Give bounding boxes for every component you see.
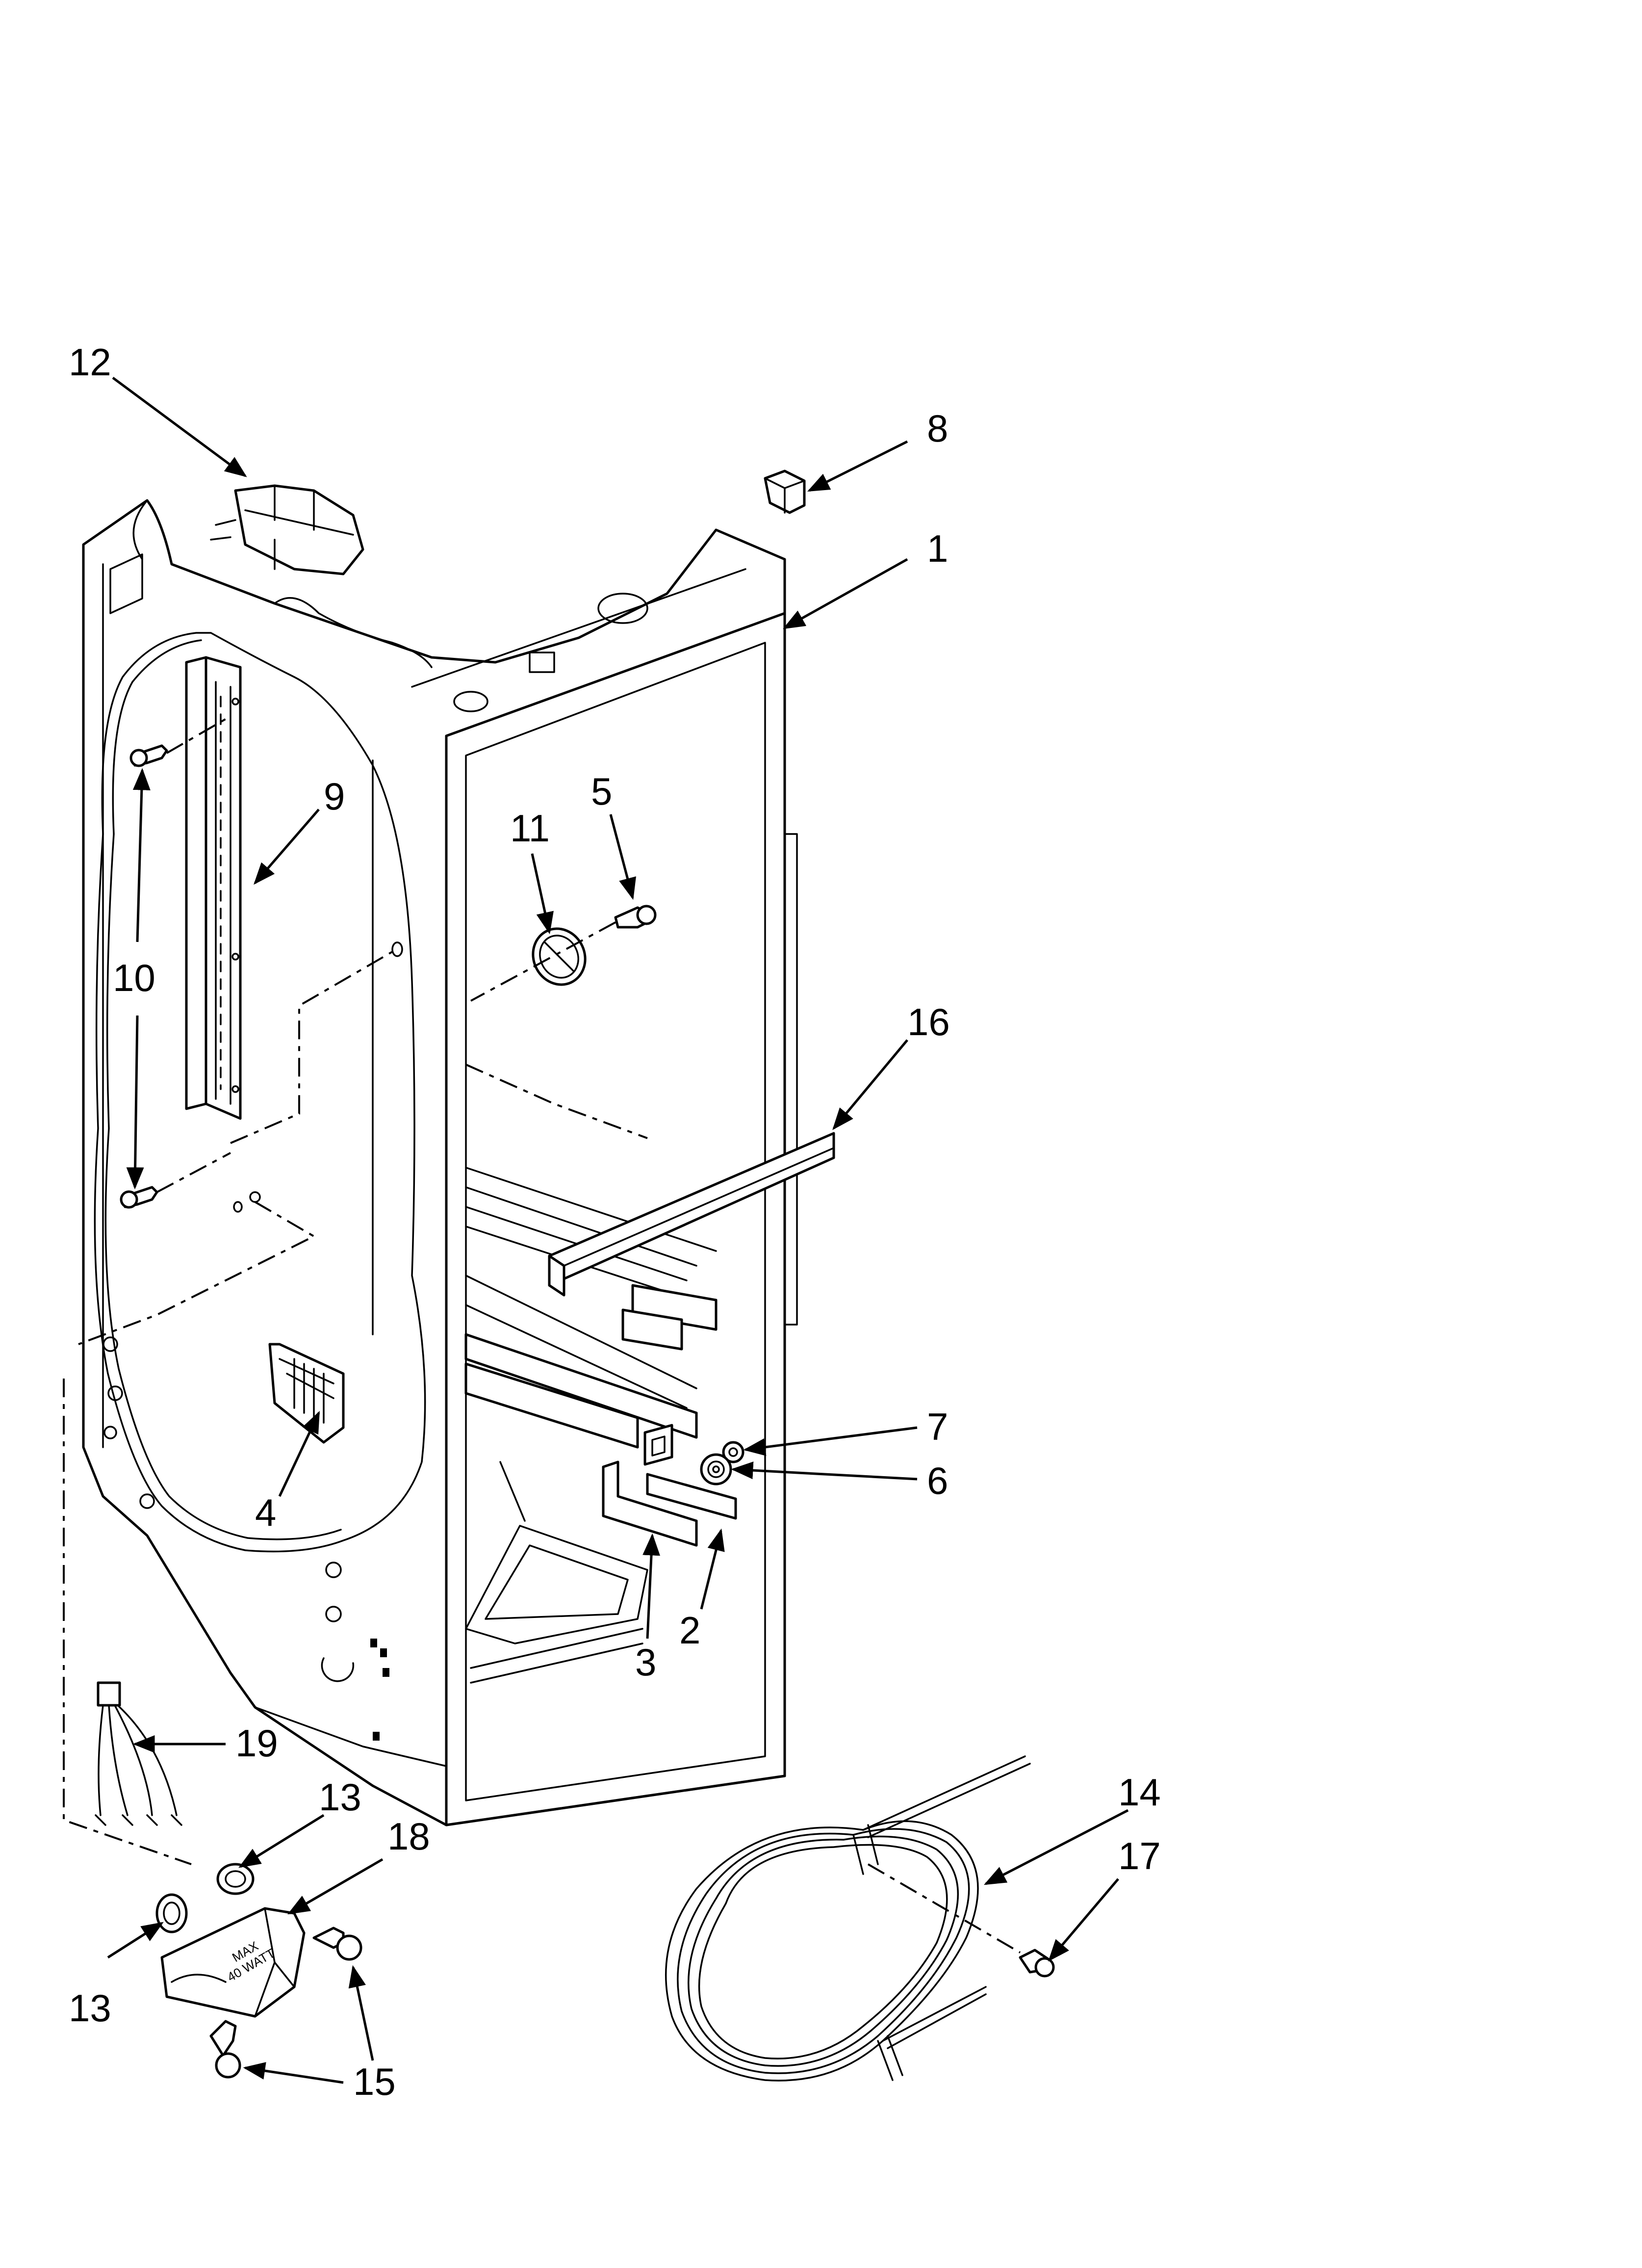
callout-13-lower: 13 <box>69 1986 111 2030</box>
cover-bar <box>548 1132 835 1297</box>
callout-11: 11 <box>510 807 550 850</box>
callout-19: 19 <box>235 1721 278 1765</box>
callout-12: 12 <box>69 340 111 384</box>
callout-17: 17 <box>1118 1834 1161 1877</box>
shelf-rail <box>185 656 242 1120</box>
screw-lower <box>120 1152 231 1209</box>
callout-5: 5 <box>591 770 612 813</box>
callout-16: 16 <box>907 1000 950 1043</box>
callout-8: 8 <box>927 407 948 450</box>
callout-9: 9 <box>324 775 345 818</box>
callout-labels: 12 8 1 9 5 11 10 16 7 6 4 3 2 19 13 18 1… <box>69 340 1161 2103</box>
vent-grille <box>268 1343 345 1444</box>
leader-lines <box>107 376 1129 2084</box>
callout-6: 6 <box>927 1459 948 1502</box>
lamp-screw-right <box>312 1927 362 1961</box>
bracket-assembly <box>602 1424 737 1547</box>
tubing-coil <box>665 1755 1031 2082</box>
knob-axis <box>470 921 616 1002</box>
tubing-screw-axis <box>867 1863 1021 1954</box>
clip <box>764 469 806 514</box>
tubing-screw <box>1019 1949 1055 1978</box>
rail-mount-path <box>230 951 393 1144</box>
callout-1: 1 <box>927 527 948 570</box>
knob-screw <box>614 905 657 929</box>
thermostat-knob <box>532 927 587 986</box>
wire-harness <box>95 1681 182 1826</box>
bearing <box>700 1453 732 1486</box>
callout-14: 14 <box>1118 1771 1161 1814</box>
lamp-socket-lower <box>155 1893 188 1933</box>
cabinet-liner <box>82 499 798 1826</box>
lamp-socket-upper <box>216 1863 255 1895</box>
callout-10: 10 <box>113 956 155 999</box>
lamp-screw-bottom <box>209 2020 241 2079</box>
screw-upper <box>129 715 231 767</box>
wire-path <box>78 1201 316 1345</box>
callout-15: 15 <box>353 2060 396 2103</box>
callout-7: 7 <box>927 1405 948 1448</box>
callout-2: 2 <box>679 1609 700 1652</box>
callout-18: 18 <box>387 1815 430 1858</box>
lamp-housing: MAX 40 WATT <box>160 1907 306 2018</box>
control-housing <box>210 484 364 575</box>
callout-13-upper: 13 <box>319 1775 361 1819</box>
callout-4: 4 <box>255 1491 276 1534</box>
harness-path <box>63 1379 192 1865</box>
callout-3: 3 <box>635 1641 656 1684</box>
